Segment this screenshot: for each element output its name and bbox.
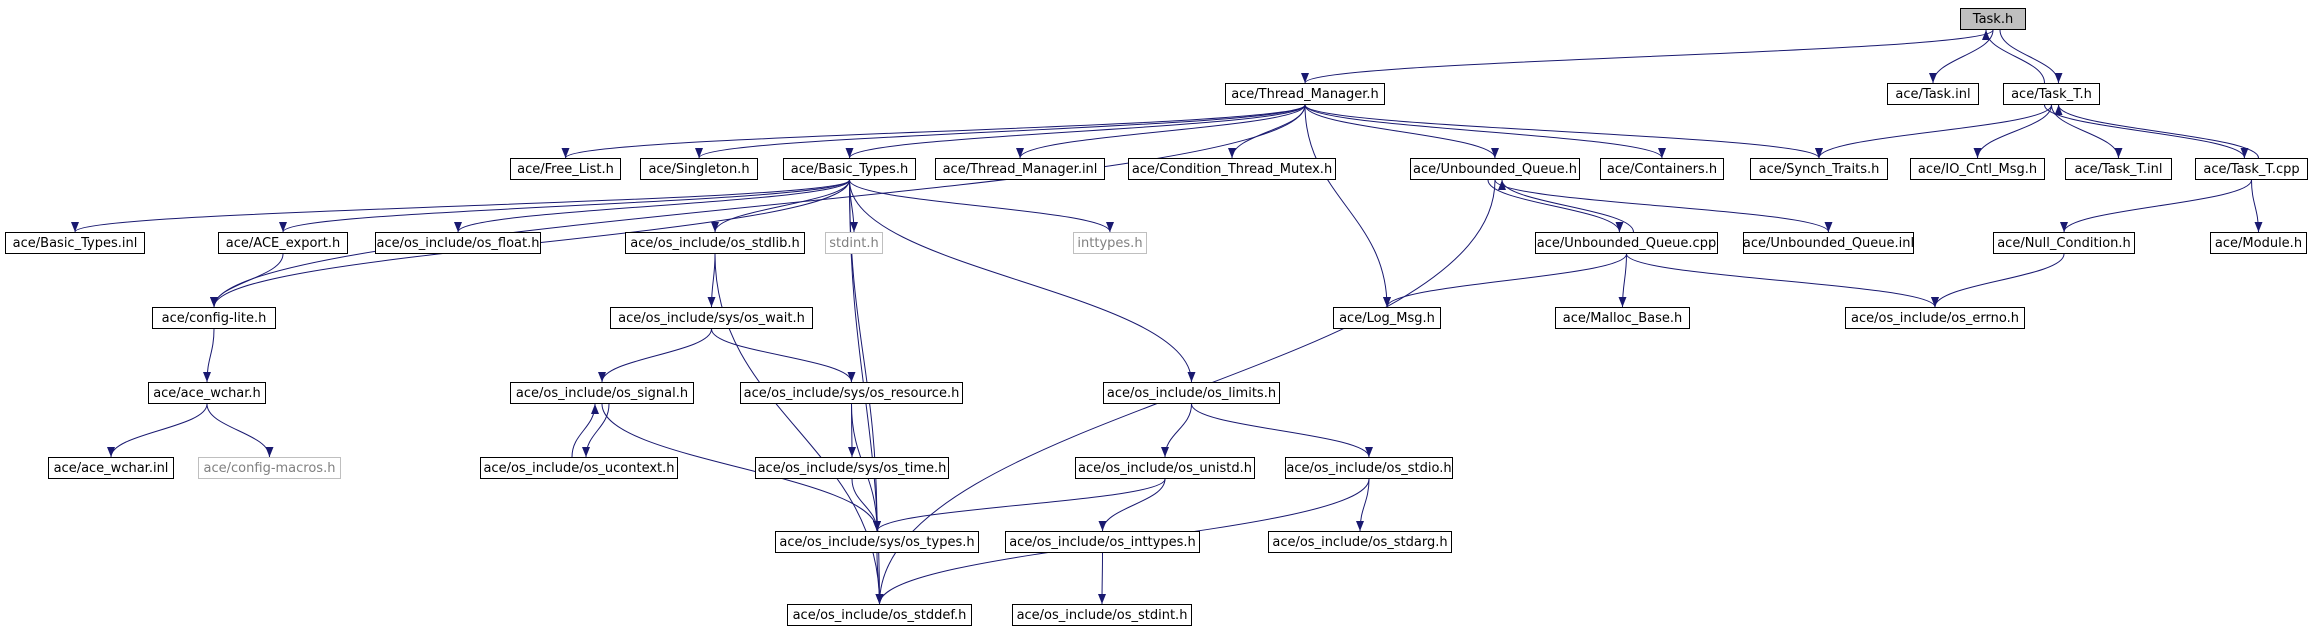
edge-task_t_h-to-task_t_cpp [2044,104,2249,159]
edge-task_t_h-to-task_t_inl [2051,104,2123,159]
edge-unbounded_queue_cpp-to-log_msg_h [1383,253,1627,308]
node-task-t-h[interactable]: ace/Task_T.h [2003,83,2100,105]
node-module-h[interactable]: ace/Module.h [2210,232,2307,254]
edge-os_limits_h-to-os_stdio_h [1191,403,1373,458]
node-singleton-h[interactable]: ace/Singleton.h [640,158,758,180]
edge-task_h-to-task_inl [1929,29,1994,84]
node-ace-export-h[interactable]: ace/ACE_export.h [218,232,348,254]
edge-os_signal_h-to-os_ucontext_h [582,403,610,458]
edge-thread_manager_h-to-basic_types_h [845,104,1306,159]
edge-os_inttypes_h-to-os_stdint_h [1098,552,1107,605]
node-config-lite-h[interactable]: ace/config-lite.h [152,307,276,329]
edge-os_unistd_h-to-os_types_h [873,478,1166,532]
edge-task_t_cpp-to-task_t_h [2054,104,2259,159]
edge-ace_export_h-to-config_lite_h [210,253,284,308]
edge-task_t_h-to-task_h [1982,29,2045,84]
edge-thread_manager_h-to-thread_manager_inl [1016,104,1306,159]
edge-os_types_h-to-os_stddef_h [875,552,884,605]
edge-os_unistd_h-to-os_inttypes_h [1098,478,1166,532]
node-config-macros-h[interactable]: ace/config-macros.h [198,457,341,479]
node-unbounded-queue-inl[interactable]: ace/Unbounded_Queue.inl [1743,232,1914,254]
edge-task_t_h-to-synch_traits_h [1815,104,2052,159]
node-task-h[interactable]: Task.h [1960,8,2026,30]
node-thread-manager-h[interactable]: ace/Thread_Manager.h [1225,83,1385,105]
edge-basic_types_h-to-basic_types_inl [71,179,850,233]
node-free-list-h[interactable]: ace/Free_List.h [510,158,621,180]
edge-thread_manager_h-to-log_msg_h [1304,104,1391,308]
node-os-wait-h[interactable]: ace/os_include/sys/os_wait.h [610,307,813,329]
edge-basic_types_h-to-ace_export_h [279,179,850,233]
node-basic-types-h[interactable]: ace/Basic_Types.h [783,158,916,180]
edge-task_h-to-thread_manager_h [1301,29,1994,84]
node-synch-traits-h[interactable]: ace/Synch_Traits.h [1750,158,1888,180]
edge-task_t_cpp-to-null_condition_h [2060,179,2252,233]
edge-os_wait_h-to-os_signal_h [598,328,712,383]
node-task-t-cpp[interactable]: ace/Task_T.cpp [2195,158,2308,180]
node-os-stdarg-h[interactable]: ace/os_include/os_stdarg.h [1268,531,1452,553]
edge-basic_types_h-to-os_stdlib_h [711,179,850,233]
edge-ace_wchar_h-to-config_macros_h [206,403,274,458]
node-containers-h[interactable]: ace/Containers.h [1600,158,1724,180]
edge-basic_types_h-to-inttypes_h [849,179,1114,233]
node-os-resource-h[interactable]: ace/os_include/sys/os_resource.h [740,382,963,404]
edge-thread_manager_h-to-containers_h [1304,104,1666,159]
edge-config_lite_h-to-ace_wchar_h [203,328,215,383]
node-os-inttypes-h[interactable]: ace/os_include/os_inttypes.h [1005,531,1200,553]
edge-task_h-to-task_t_h [1999,29,2063,84]
edge-null_condition_h-to-os_errno_h [1931,253,2065,308]
edge-unbounded_queue_cpp-to-os_errno_h [1626,253,1939,308]
edge-os_limits_h-to-os_unistd_h [1161,403,1192,458]
edge-os_stdlib_h-to-os_wait_h [707,253,716,308]
node-unbounded-queue-cpp[interactable]: ace/Unbounded_Queue.cpp [1535,232,1718,254]
node-ace-wchar-h[interactable]: ace/ace_wchar.h [148,382,266,404]
edge-basic_types_h-to-os_limits_h [849,179,1196,383]
edge-basic_types_h-to-os_float_h [454,179,850,233]
node-os-stdlib-h[interactable]: ace/os_include/os_stdlib.h [625,232,805,254]
edge-thread_manager_h-to-unbounded_queue_h [1304,104,1499,159]
edge-thread_manager_h-to-free_list_h [561,104,1306,159]
edge-task_t_h-to-io_cntl_msg_h [1973,104,2052,159]
node-os-stdio-h[interactable]: ace/os_include/os_stdio.h [1285,457,1453,479]
node-os-signal-h[interactable]: ace/os_include/os_signal.h [510,382,694,404]
node-os-types-h[interactable]: ace/os_include/sys/os_types.h [775,531,979,553]
edge-unbounded_queue_h-to-unbounded_queue_cpp [1487,179,1624,233]
node-task-inl[interactable]: ace/Task.inl [1887,83,1979,105]
edge-os_signal_h-to-os_types_h [601,403,881,532]
edge-task_t_cpp-to-module_h [2251,179,2263,233]
node-stdint-h[interactable]: stdint.h [825,232,883,254]
edge-ace_wchar_h-to-ace_wchar_inl [107,403,208,458]
node-null-condition-h[interactable]: ace/Null_Condition.h [1993,232,2135,254]
node-inttypes-h[interactable]: inttypes.h [1073,232,1147,254]
edge-os_ucontext_h-to-os_signal_h [571,403,599,458]
edge-os_stdio_h-to-os_stdarg_h [1356,478,1370,532]
node-io-cntl-msg-h[interactable]: ace/IO_Cntl_Msg.h [1910,158,2045,180]
node-os-float-h[interactable]: ace/os_include/os_float.h [375,232,541,254]
node-os-ucontext-h[interactable]: ace/os_include/os_ucontext.h [480,457,678,479]
node-os-unistd-h[interactable]: ace/os_include/os_unistd.h [1075,457,1255,479]
edge-unbounded_queue_cpp-to-malloc_base_h [1618,253,1627,308]
node-unbounded-queue-h[interactable]: ace/Unbounded_Queue.h [1410,158,1580,180]
edge-unbounded_queue_h-to-unbounded_queue_inl [1494,179,1833,233]
node-os-stdint-h[interactable]: ace/os_include/os_stdint.h [1012,604,1192,626]
node-os-limits-h[interactable]: ace/os_include/os_limits.h [1103,382,1280,404]
edge-os_wait_h-to-os_resource_h [711,328,856,383]
node-os-stddef-h[interactable]: ace/os_include/os_stddef.h [787,604,972,626]
node-os-time-h[interactable]: ace/os_include/sys/os_time.h [755,457,949,479]
node-os-errno-h[interactable]: ace/os_include/os_errno.h [1845,307,2025,329]
node-malloc-base-h[interactable]: ace/Malloc_Base.h [1555,307,1690,329]
node-ace-wchar-inl[interactable]: ace/ace_wchar.inl [48,457,174,479]
edge-thread_manager_h-to-synch_traits_h [1304,104,1823,159]
edge-thread_manager_h-to-singleton_h [695,104,1306,159]
node-log-msg-h[interactable]: ace/Log_Msg.h [1333,307,1441,329]
node-task-t-inl[interactable]: ace/Task_T.inl [2065,158,2172,180]
node-thread-manager-inl[interactable]: ace/Thread_Manager.inl [935,158,1105,180]
node-condition-thread-mutex-h[interactable]: ace/Condition_Thread_Mutex.h [1128,158,1336,180]
edge-thread_manager_h-to-config_lite_h [210,104,1306,308]
node-basic-types-inl[interactable]: ace/Basic_Types.inl [5,232,145,254]
